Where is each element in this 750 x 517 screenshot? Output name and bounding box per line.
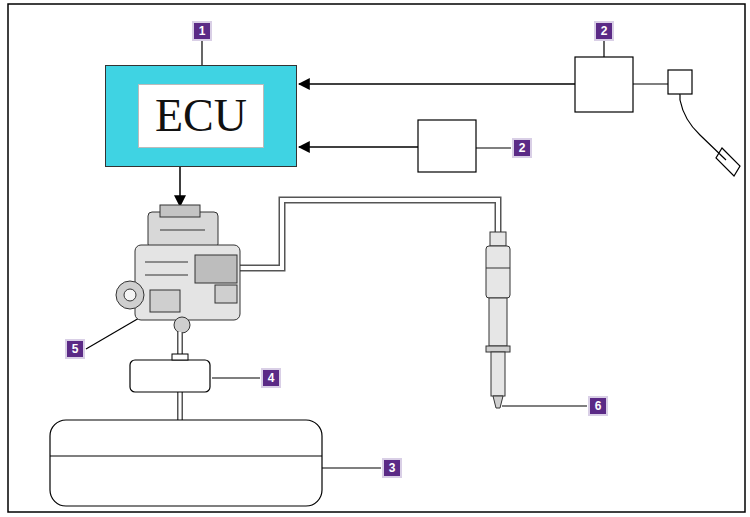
sensor-box <box>575 57 633 112</box>
accelerator-pedal <box>680 94 740 176</box>
leader-line <box>322 467 381 468</box>
leader-line <box>476 147 511 148</box>
fuel-pipe <box>240 200 498 268</box>
fuel-tank <box>50 455 322 456</box>
callout-number: 4 <box>261 368 281 388</box>
injection-pump <box>116 205 240 333</box>
leader-line <box>201 41 202 65</box>
sensor-box <box>418 120 476 172</box>
pedal-sensor <box>668 70 692 94</box>
signal-arrow <box>299 83 575 85</box>
fuel-filter <box>130 360 210 392</box>
callout-number: 3 <box>382 458 402 478</box>
signal-arrow <box>299 146 418 148</box>
ecu-label: ECU <box>138 84 264 148</box>
fuel-tank <box>50 420 322 506</box>
leader-line <box>502 405 587 406</box>
callout-number: 1 <box>192 21 212 41</box>
callout-number: 2 <box>594 21 614 41</box>
frame <box>8 4 745 512</box>
ecu-box: ECU <box>105 65 297 167</box>
injector <box>486 232 510 408</box>
leader-line <box>212 377 260 378</box>
fuel-filter <box>172 354 188 360</box>
leader-line <box>603 41 604 57</box>
callout-number: 6 <box>588 396 608 416</box>
fuel-pipe <box>240 200 498 268</box>
callout-number: 5 <box>65 339 85 359</box>
callout-number: 2 <box>512 138 532 158</box>
pedal-link <box>633 83 668 84</box>
signal-arrow <box>179 167 181 206</box>
